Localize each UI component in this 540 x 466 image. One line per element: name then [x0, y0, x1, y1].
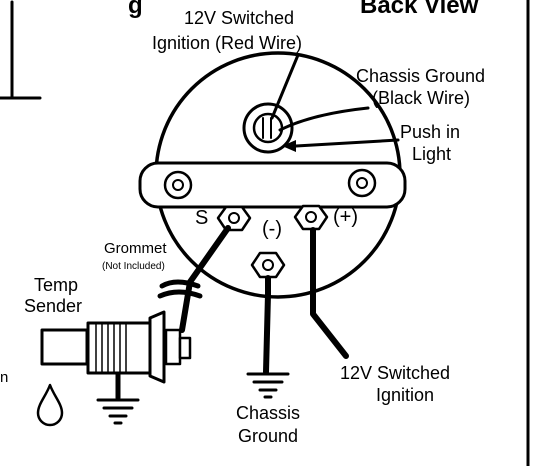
label-push-in-light-1: Push in — [400, 122, 461, 142]
terminal-s-nut — [216, 205, 252, 232]
leader-black-wire — [278, 106, 370, 132]
label-grommet-note: (Not Included) — [102, 261, 165, 272]
terminal-positive-nut — [293, 204, 329, 231]
label-chassis-ground-top-1: Chassis Ground — [356, 66, 486, 86]
wire-ground — [263, 275, 271, 375]
label-push-in-light-2: Light — [412, 144, 452, 164]
title-fragment-left: g — [128, 0, 143, 19]
label-ignition-bottom-2: Ignition — [376, 385, 435, 405]
label-chassis-ground-top-2: (Black Wire) — [372, 88, 470, 108]
temp-sender-thread — [86, 321, 152, 375]
left-edge-text-fragment: n — [0, 369, 9, 386]
mounting-bracket — [138, 161, 407, 209]
leader-red-wire — [270, 53, 300, 120]
label-chassis-ground-bottom-2: Ground — [238, 426, 299, 446]
label-ignition-bottom-1: 12V Switched — [340, 363, 451, 383]
water-drop-icon — [36, 383, 64, 427]
label-temp-sender-1: Temp — [34, 275, 79, 295]
light-socket-inner — [252, 112, 284, 144]
terminal-negative-nut — [250, 251, 286, 279]
terminal-positive-label: (+) — [333, 206, 358, 228]
temp-sender-terminal — [164, 328, 182, 366]
bracket-hole-right — [347, 168, 377, 198]
title-back-view: Back View — [360, 0, 479, 19]
grommet — [157, 279, 203, 299]
label-ignition-top-1: 12V Switched — [184, 8, 295, 28]
bracket-hole-left — [163, 170, 193, 200]
temp-sender-hex — [148, 310, 166, 384]
leader-push-light — [294, 138, 400, 148]
label-grommet: Grommet — [104, 240, 167, 257]
wire-sender — [179, 225, 231, 333]
terminal-s-label: S — [195, 207, 209, 229]
label-ignition-top-2: Ignition (Red Wire) — [152, 33, 303, 53]
wire-ignition — [310, 227, 349, 359]
label-chassis-ground-bottom-1: Chassis — [236, 403, 301, 423]
light-socket-outer — [242, 102, 294, 154]
label-temp-sender-2: Sender — [24, 296, 83, 316]
temp-sender-probe — [40, 328, 89, 366]
terminal-negative-label: (-) — [262, 218, 282, 240]
